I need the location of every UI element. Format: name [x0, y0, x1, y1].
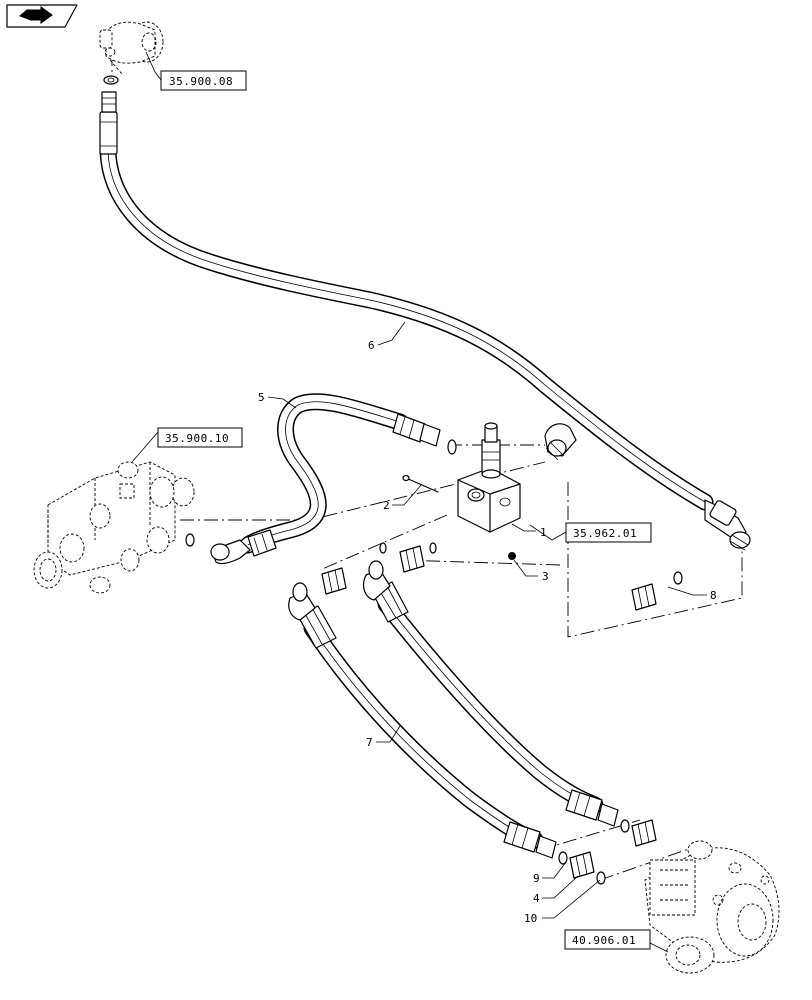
callout-5: 5	[258, 391, 265, 404]
valve-block	[457, 422, 521, 533]
reference-40-906-01[interactable]: 40.906.01	[564, 929, 651, 950]
svg-text:40.906.01: 40.906.01	[572, 934, 636, 947]
svg-text:35.900.10: 35.900.10	[165, 432, 229, 445]
adapter-center	[399, 545, 425, 573]
reference-35-900-10[interactable]: 35.900.10	[157, 427, 243, 448]
callout-7: 7	[366, 736, 373, 749]
valve-left-ghost	[33, 461, 195, 594]
hose-6	[99, 75, 751, 551]
adapter-part-8	[631, 571, 683, 611]
adapter-bottom	[558, 851, 606, 885]
hose-7-second	[362, 560, 619, 827]
fitting-top-ghost	[99, 21, 164, 75]
svg-text:35.962.01: 35.962.01	[573, 527, 637, 540]
callout-8: 8	[710, 589, 717, 602]
callout-numbers: 1 2 3 4 5 6 7 8 9 10	[258, 339, 717, 925]
adapter-left	[321, 567, 347, 595]
reference-35-900-08[interactable]: 35.900.08	[160, 70, 247, 91]
callout-leaders	[131, 51, 707, 953]
plug	[508, 552, 516, 560]
motor-ghost	[644, 840, 780, 974]
o-rings-and-adapters	[185, 439, 683, 885]
arrow-right-icon	[19, 6, 53, 24]
hose-5	[210, 393, 441, 565]
pin	[402, 474, 439, 493]
reference-35-962-01[interactable]: 35.962.01	[565, 522, 652, 543]
nav-arrow-button[interactable]	[6, 4, 78, 28]
callout-9: 9	[533, 872, 540, 885]
adapter-bottom-right	[620, 819, 657, 847]
callout-3: 3	[542, 570, 549, 583]
elbow-fitting-upper	[544, 423, 577, 461]
callout-4: 4	[533, 892, 540, 905]
callout-10: 10	[524, 912, 537, 925]
hose-7	[288, 582, 557, 859]
svg-text:35.900.08: 35.900.08	[169, 75, 233, 88]
callout-6: 6	[368, 339, 375, 352]
callout-1: 1	[540, 526, 547, 539]
callout-2: 2	[383, 499, 390, 512]
